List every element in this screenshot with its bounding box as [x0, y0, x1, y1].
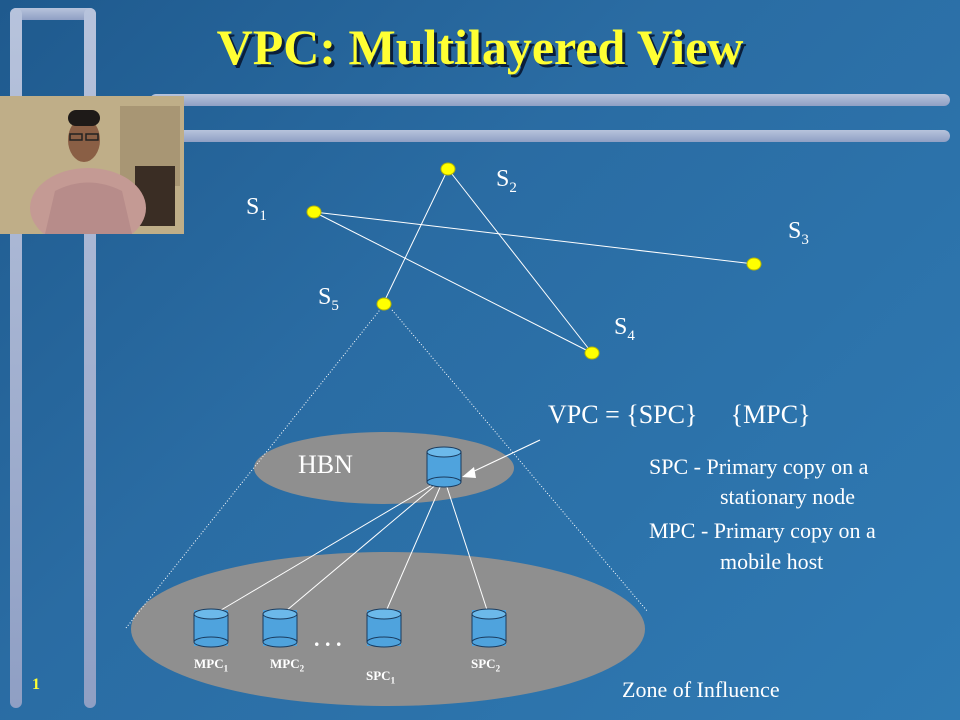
label-s4-text: S: [614, 314, 628, 340]
node-s3: [746, 257, 762, 271]
label-s3-text: S: [788, 218, 802, 244]
link-hbn-spc1: [383, 477, 445, 617]
label-s1: S1: [246, 194, 267, 225]
link-hbn-spc2: [443, 477, 490, 617]
slide-title: VPC: Multilayered View: [216, 19, 744, 75]
hbn-database-icon: [426, 446, 462, 488]
label-spc1-text: SPC: [366, 668, 391, 683]
label-spc2: SPC2: [471, 656, 500, 674]
label-s2-text: S: [496, 166, 510, 192]
label-s2: S2: [496, 166, 517, 197]
label-mpc2: MPC2: [270, 656, 304, 674]
mpc1-database-icon: [193, 608, 229, 648]
frame-vertical-bar-outer: [10, 8, 96, 20]
equation-arrow-line: [467, 439, 541, 475]
node-s5: [376, 297, 392, 311]
node-s2: [440, 162, 456, 176]
spc1-database-icon: [366, 608, 402, 648]
link-hbn-mpc2: [279, 477, 445, 617]
label-s1-sub: 1: [259, 207, 267, 224]
link-hbn-mpc1: [210, 477, 445, 617]
node-s1: [306, 205, 322, 219]
copies-ellipsis: . . .: [314, 626, 342, 651]
label-s5-text: S: [318, 284, 332, 310]
label-mpc2-text: MPC: [270, 656, 300, 671]
hbn-ellipse: [254, 432, 514, 504]
edge-s2-s4: [447, 168, 593, 354]
label-s4: S4: [614, 314, 635, 345]
label-mpc1-text: MPC: [194, 656, 224, 671]
label-spc1: SPC1: [366, 668, 395, 686]
node-s4: [584, 346, 600, 360]
label-spc2-text: SPC: [471, 656, 496, 671]
hbn-label: HBN: [298, 450, 353, 479]
label-s5-sub: 5: [331, 297, 339, 314]
edge-s1-s3: [313, 211, 755, 265]
label-s3: S3: [788, 218, 809, 249]
label-s1-text: S: [246, 194, 260, 220]
presenter-video: [0, 96, 184, 234]
edge-s2-s5: [382, 168, 449, 305]
equation-arrow-head: [462, 467, 476, 478]
label-mpc1: MPC1: [194, 656, 228, 674]
mpc-definition-line2: mobile host: [720, 549, 824, 574]
vpc-equation: VPC = {SPC}  {MPC}: [548, 400, 811, 429]
zone-of-influence-label: Zone of Influence: [622, 677, 780, 702]
slide-number: 1: [32, 676, 40, 693]
label-spc1-sub: 1: [390, 675, 396, 686]
label-s5: S5: [318, 284, 339, 315]
label-mpc2-sub: 2: [299, 663, 305, 674]
spc2-database-icon: [471, 608, 507, 648]
label-mpc1-sub: 1: [223, 663, 229, 674]
label-s2-sub: 2: [509, 179, 517, 196]
label-s4-sub: 4: [627, 327, 635, 344]
label-spc2-sub: 2: [495, 663, 501, 674]
frame-horizontal-bar-bottom: [150, 130, 950, 142]
edge-s1-s4: [313, 211, 593, 354]
mpc-definition-line1: MPC - Primary copy on a: [649, 518, 876, 543]
presenter-figure: [0, 96, 184, 234]
label-s3-sub: 3: [801, 231, 809, 248]
spc-definition-line2: stationary node: [720, 484, 856, 509]
mpc2-database-icon: [262, 608, 298, 648]
spc-definition-line1: SPC - Primary copy on a: [649, 454, 869, 479]
frame-horizontal-bar-top: [150, 94, 950, 106]
